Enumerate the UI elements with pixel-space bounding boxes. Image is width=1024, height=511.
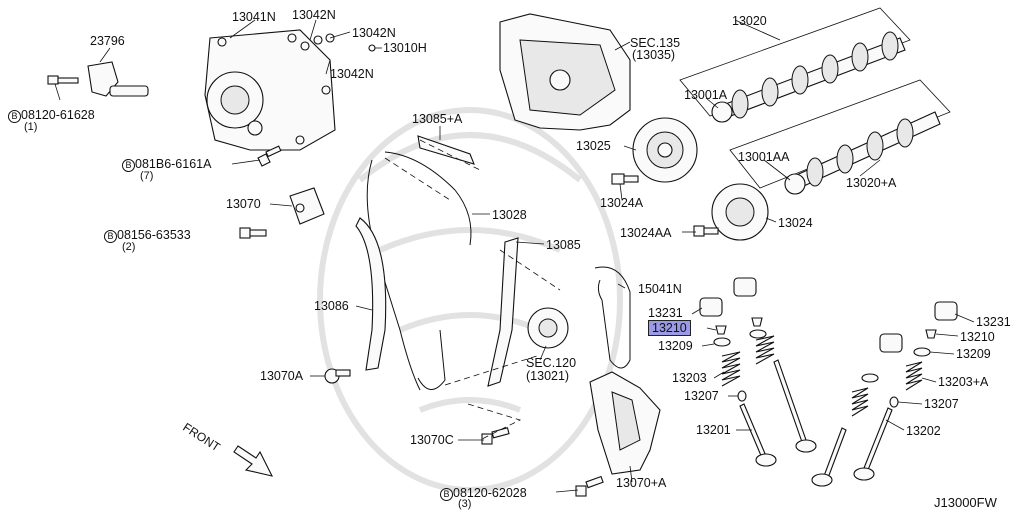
valve-collet-13210-right[interactable] <box>925 329 937 339</box>
label-23796: 23796 <box>90 34 125 48</box>
cylinder-head-cover-sec135[interactable] <box>499 13 631 131</box>
timing-chain-lower-15041N[interactable] <box>417 249 631 390</box>
slack-guide-13086[interactable] <box>355 217 387 371</box>
label-13203: 13203 <box>672 371 707 385</box>
label-sec135: SEC.135 <box>630 36 681 50</box>
assembly-line-lower <box>467 403 522 441</box>
label-13203A: 13203+A <box>938 375 989 389</box>
label-13209-right: 13209 <box>956 347 991 361</box>
label-13085: 13085 <box>546 238 581 252</box>
bolt-13070A[interactable] <box>324 368 351 384</box>
label-13025: 13025 <box>576 139 611 153</box>
tensioner-13070[interactable] <box>289 187 325 225</box>
label-13024: 13024 <box>778 216 813 230</box>
label-13028: 13028 <box>492 208 527 222</box>
valve-seal-13207-right[interactable] <box>889 396 899 408</box>
label-13209: 13209 <box>658 339 693 353</box>
chain-guide-13028[interactable] <box>454 189 472 246</box>
label-13010H: 13010H <box>383 41 427 55</box>
spring-retainer-13209[interactable] <box>713 329 767 347</box>
front-cover-13041N[interactable] <box>204 29 336 151</box>
valve-13201[interactable] <box>739 359 817 467</box>
bolt-081B6-6161A[interactable] <box>257 145 282 167</box>
cam-sprocket-13024[interactable] <box>711 183 769 241</box>
label-13070A: 13070A <box>260 369 304 383</box>
bolt-13070C[interactable] <box>481 427 510 445</box>
label-13042N-top: 13042N <box>292 8 336 22</box>
label-13070plusA: 13070+A <box>616 476 667 490</box>
chain-guide-13070A[interactable] <box>589 371 661 475</box>
label-sec135-sub: (13035) <box>632 48 676 62</box>
label-sec120-sub: (13021) <box>526 369 570 383</box>
front-arrow-icon <box>233 445 274 477</box>
valve-lifter-13231-right[interactable] <box>879 301 958 353</box>
valve-spring-13203[interactable] <box>721 335 775 387</box>
label-13231: 13231 <box>648 306 683 320</box>
bolt-qty-08156-63533: (2) <box>122 241 136 253</box>
bolt-qty-08120-61628: (1) <box>24 121 38 133</box>
label-sec120: SEC.120 <box>526 356 577 370</box>
circle-b-icon: B <box>440 488 453 501</box>
label-13070: 13070 <box>226 197 261 211</box>
cam-position-sensor-23796[interactable] <box>87 61 149 97</box>
leader-lines <box>54 19 975 493</box>
label-13041N: 13041N <box>232 10 276 24</box>
label-13086: 13086 <box>314 299 349 313</box>
bolt-08156-63533[interactable] <box>239 227 267 239</box>
timing-chain-upper[interactable] <box>366 139 481 391</box>
bolt-qty-081B6-6161A: (7) <box>140 170 154 182</box>
watermark-emblem <box>317 107 623 493</box>
label-13231-right: 13231 <box>976 315 1011 329</box>
diagram-code: J13000FW <box>934 495 997 510</box>
bolt-08120-61628[interactable] <box>47 75 79 85</box>
label-13024A: 13024A <box>600 196 644 210</box>
label-13210-highlighted[interactable]: 13210 <box>648 320 691 336</box>
circle-b-icon: B <box>122 159 135 172</box>
label-13207-right: 13207 <box>924 397 959 411</box>
label-13020: 13020 <box>732 14 767 28</box>
label-15041N: 15041N <box>638 282 682 296</box>
valve-spring-13203A[interactable] <box>851 361 923 417</box>
camshaft-13020A[interactable] <box>729 79 951 195</box>
label-13202: 13202 <box>906 424 941 438</box>
valve-13202[interactable] <box>811 407 893 487</box>
circle-b-icon: B <box>104 230 117 243</box>
valve-lifter-13231[interactable] <box>699 277 757 317</box>
bolt-08120-62028[interactable] <box>575 475 604 497</box>
cam-sprocket-13025[interactable] <box>632 117 698 183</box>
seal-washers-13042N[interactable] <box>300 33 376 52</box>
label-13070C: 13070C <box>410 433 454 447</box>
bolt-qty-08120-62028: (3) <box>458 498 472 510</box>
label-13001AA: 13001AA <box>738 150 790 164</box>
label-13042N-mid: 13042N <box>352 26 396 40</box>
label-13210-right: 13210 <box>960 330 995 344</box>
crank-sprocket-sec120[interactable] <box>527 307 569 349</box>
label-13020A: 13020+A <box>846 176 897 190</box>
bolt-13024AA[interactable] <box>693 225 719 237</box>
circle-b-icon: B <box>8 110 21 123</box>
label-13001A: 13001A <box>684 88 728 102</box>
bolt-13024A[interactable] <box>611 173 639 185</box>
chain-guide-13085A[interactable] <box>417 135 475 165</box>
valve-seal-13207[interactable] <box>737 390 747 402</box>
tension-guide-13085[interactable] <box>487 237 519 387</box>
spring-retainer-13209-right[interactable] <box>861 347 931 383</box>
label-13024AA: 13024AA <box>620 226 672 240</box>
label-13207: 13207 <box>684 389 719 403</box>
valve-collet-13210[interactable] <box>715 317 763 335</box>
label-13201: 13201 <box>696 423 731 437</box>
label-13085A: 13085+A <box>412 112 463 126</box>
camshaft-13020[interactable] <box>679 7 911 123</box>
label-13042N-low: 13042N <box>330 67 374 81</box>
